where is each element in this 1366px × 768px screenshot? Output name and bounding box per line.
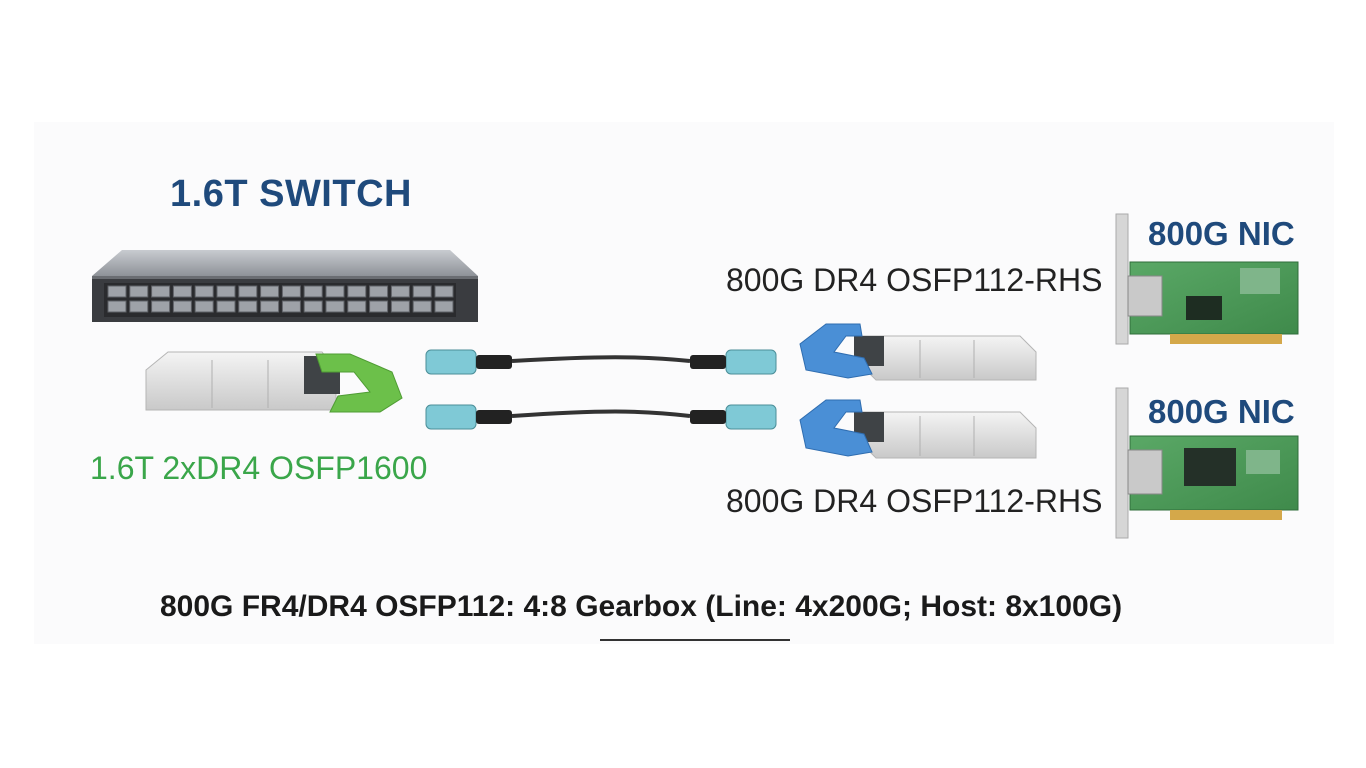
switch-port — [412, 300, 432, 313]
switch-port — [434, 300, 454, 313]
switch-port — [281, 300, 301, 313]
nic-title-top: 800G NIC — [1148, 215, 1295, 252]
switch-port — [260, 300, 280, 313]
switch-chassis-icon — [92, 250, 478, 322]
switch-port — [325, 300, 345, 313]
switch-port — [107, 285, 127, 298]
osfp112-module-top-icon — [799, 323, 1037, 381]
switch-port — [325, 285, 345, 298]
caption-prefix: 800G FR4/DR4 OSFP112: — [160, 590, 524, 623]
osfp1600-module-icon — [145, 351, 403, 413]
switch-port — [238, 300, 258, 313]
switch-title: 1.6T SWITCH — [170, 173, 412, 215]
switch-port — [303, 285, 323, 298]
caption-underline — [600, 639, 790, 641]
switch-port — [347, 285, 367, 298]
switch-port — [390, 300, 410, 313]
switch-module-label: 1.6T 2xDR4 OSFP1600 — [90, 450, 428, 486]
fiber-cable-bottom — [425, 404, 777, 430]
switch-port — [216, 285, 236, 298]
switch-port — [107, 300, 127, 313]
switch-port — [129, 300, 149, 313]
switch-port — [216, 300, 236, 313]
switch-port — [369, 300, 389, 313]
switch-port — [369, 285, 389, 298]
module-label-bottom: 800G DR4 OSFP112-RHS — [726, 483, 1103, 519]
caption-suffix: (Line: 4x200G; Host: 8x100G) — [696, 590, 1123, 623]
nic-card-top-icon — [1115, 213, 1299, 345]
gearbox-caption: 800G FR4/DR4 OSFP112: 4:8 Gearbox (Line:… — [160, 590, 1122, 624]
nic-title-bottom: 800G NIC — [1148, 393, 1295, 430]
fiber-cable-top — [425, 349, 777, 375]
switch-port — [434, 285, 454, 298]
switch-port — [172, 285, 192, 298]
switch-port — [281, 285, 301, 298]
switch-port — [194, 300, 214, 313]
module-label-top: 800G DR4 OSFP112-RHS — [726, 262, 1103, 298]
switch-port — [151, 300, 171, 313]
caption-underlined: 4:8 Gearbox — [523, 590, 697, 623]
switch-port — [129, 285, 149, 298]
osfp112-module-bottom-icon — [799, 399, 1037, 459]
switch-port — [390, 285, 410, 298]
switch-port — [303, 300, 323, 313]
switch-port — [151, 285, 171, 298]
switch-port — [194, 285, 214, 298]
switch-port — [260, 285, 280, 298]
nic-card-bottom-icon — [1115, 387, 1299, 539]
switch-port — [238, 285, 258, 298]
switch-port — [412, 285, 432, 298]
switch-port — [347, 300, 367, 313]
switch-port — [172, 300, 192, 313]
